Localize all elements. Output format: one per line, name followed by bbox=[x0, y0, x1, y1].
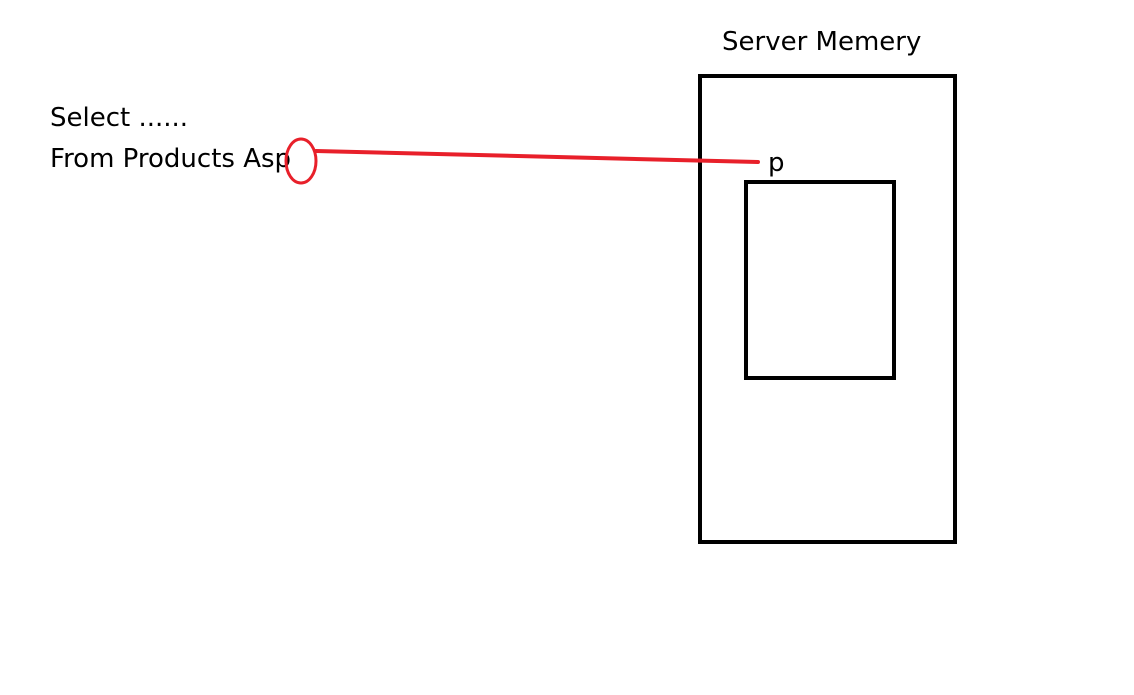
server-memory-title: Server Memery bbox=[722, 27, 922, 57]
alias-highlight-circle bbox=[284, 137, 318, 185]
memory-alias-label: p bbox=[768, 148, 785, 178]
query-from-line: From Products Asp bbox=[50, 146, 291, 172]
query-from-text: From Products As bbox=[50, 144, 275, 174]
memory-object-box bbox=[744, 180, 896, 380]
query-select-line: Select ...... bbox=[50, 103, 189, 133]
server-memory-box bbox=[698, 74, 957, 544]
alias-reference-arrow bbox=[314, 149, 760, 164]
